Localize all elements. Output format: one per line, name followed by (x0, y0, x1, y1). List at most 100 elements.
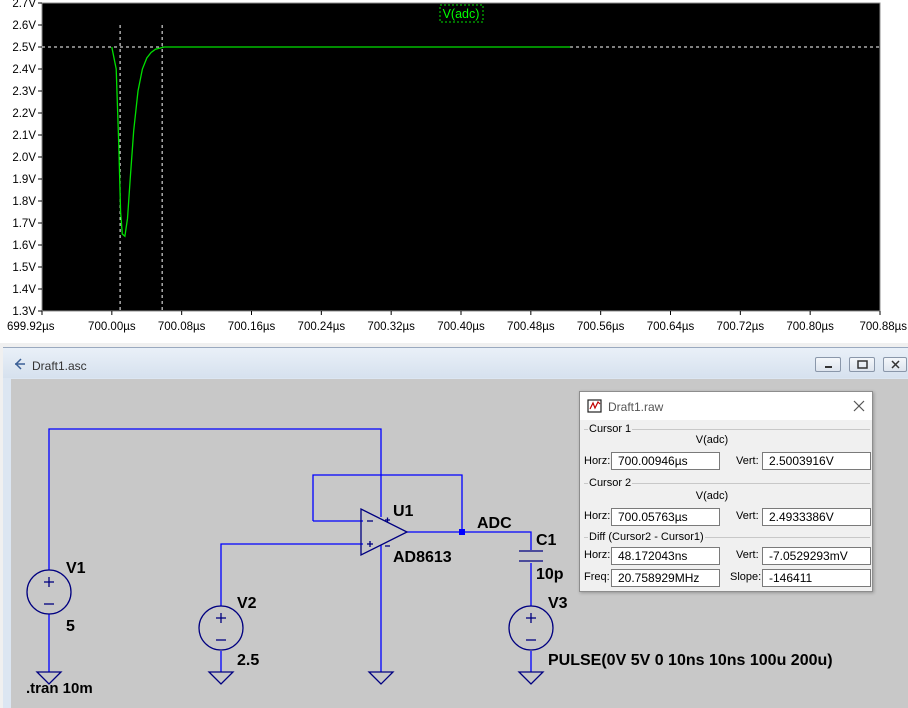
c1-name[interactable]: C1 (536, 532, 557, 549)
x-tick-label: 700.88µs (859, 321, 907, 333)
y-tick-label: 2.7V (12, 0, 36, 10)
trace-label-box[interactable] (439, 4, 484, 23)
schematic-title: Draft1.asc (32, 359, 87, 373)
cursor2-vert-field[interactable] (762, 508, 871, 526)
cursor1-vert-field[interactable] (762, 452, 871, 470)
y-tick-label: 1.4V (12, 284, 36, 296)
diff-group-title: Diff (Cursor2 - Cursor1) (588, 531, 705, 543)
voltage-source-v2 (198, 605, 244, 651)
diff-vert-label: Vert: (736, 549, 759, 561)
v2-value[interactable]: 2.5 (237, 652, 259, 669)
y-tick-label: 2.0V (12, 152, 36, 164)
y-tick-label: 1.3V (12, 306, 36, 318)
x-tick-label: 700.08µs (158, 321, 206, 333)
cursor2-group-title: Cursor 2 (588, 477, 633, 489)
voltage-source-v1 (26, 569, 72, 615)
restore-icon (857, 360, 868, 369)
c1-value[interactable]: 10p (536, 566, 564, 583)
waveform-plot[interactable]: V(adc) 2.7V 2.6V 2.5V 2.4V 2.3V 2.2V 2.1V 2.0V 1… (0, 0, 908, 343)
diff-vert-field[interactable] (762, 547, 871, 565)
x-tick-label: 700.48µs (507, 321, 555, 333)
x-tick-label: 700.80µs (786, 321, 834, 333)
x-tick-label: 700.56µs (577, 321, 625, 333)
cursor2-horz-field[interactable] (611, 508, 720, 526)
trace-label[interactable]: V(adc) (443, 7, 480, 21)
y-tick-label: 2.4V (12, 64, 36, 76)
x-tick-label: 700.32µs (367, 321, 415, 333)
x-tick-label: 700.40µs (437, 321, 485, 333)
restore-button[interactable] (849, 357, 875, 372)
opamp-u1 (360, 507, 409, 557)
cursor1-trace: V(adc) (695, 434, 729, 446)
dialog-titlebar[interactable]: Draft1.raw (580, 392, 872, 420)
cursor2-group: Cursor 2 V(adc) Horz: Vert: (584, 477, 871, 531)
schematic-titlebar[interactable]: Draft1.asc (3, 348, 908, 378)
v3-name[interactable]: V3 (548, 595, 568, 612)
diff-freq-field[interactable] (611, 569, 720, 587)
cursor1-group: Cursor 1 V(adc) Horz: Vert: (584, 423, 871, 477)
y-tick-label: 1.9V (12, 174, 36, 186)
cursor2-trace: V(adc) (695, 490, 729, 502)
cursor1-horz-field[interactable] (611, 452, 720, 470)
minimize-button[interactable] (815, 357, 841, 372)
diff-freq-label: Freq: (584, 571, 610, 583)
x-tick-label: 700.16µs (228, 321, 276, 333)
capacitor-c1 (519, 550, 543, 562)
v1-value[interactable]: 5 (66, 618, 75, 635)
schematic-icon (15, 358, 25, 370)
y-tick-label: 1.7V (12, 218, 36, 230)
plot-area[interactable] (41, 2, 881, 312)
u1-name[interactable]: U1 (393, 503, 414, 520)
schematic-drawing[interactable]: V1 5 V2 2.5 V3 PULSE(0V 5V 0 10ns 10ns 1… (11, 379, 908, 708)
dialog-close-icon[interactable] (851, 398, 867, 414)
u1-part[interactable]: AD8613 (393, 549, 452, 566)
diff-group: Diff (Cursor2 - Cursor1) Horz: Vert: Fre… (584, 531, 871, 590)
cursor2-horz-label: Horz: (584, 510, 611, 522)
waveform-icon (587, 399, 602, 413)
cursor2-vert-label: Vert: (736, 510, 759, 522)
trace-vadc (111, 46, 571, 238)
cursor1-vert-label: Vert: (736, 455, 759, 467)
x-tick-label: 700.64µs (647, 321, 695, 333)
x-tick-label: 700.00µs (88, 321, 136, 333)
diff-horz-field[interactable] (611, 547, 720, 565)
y-tick-label: 2.3V (12, 86, 36, 98)
x-tick-label: 700.24µs (298, 321, 346, 333)
y-tick-label: 2.5V (12, 42, 36, 54)
wire-adc-net (407, 531, 532, 550)
diff-slope-label: Slope: (730, 571, 762, 583)
y-tick-label: 2.6V (12, 20, 36, 32)
waveform-viewer[interactable]: V(adc) 2.7V 2.6V 2.5V 2.4V 2.3V 2.2V 2.1V 2.0V 1… (0, 0, 908, 343)
minimize-icon (825, 366, 832, 368)
voltage-source-v3 (508, 605, 554, 651)
components[interactable] (26, 507, 554, 685)
v1-name[interactable]: V1 (66, 560, 86, 577)
wire-v1-supply (48, 428, 382, 570)
v3-value[interactable]: PULSE(0V 5V 0 10ns 10ns 100u 200u) (548, 652, 833, 669)
x-tick-label: 700.72µs (717, 321, 765, 333)
x-tick-label: 699.92µs (7, 321, 55, 333)
dialog-title: Draft1.raw (608, 400, 664, 414)
junction-dot (459, 529, 465, 535)
y-axis: 2.7V 2.6V 2.5V 2.4V 2.3V 2.2V 2.1V 2.0V 1.9V 1.8V… (12, 0, 42, 318)
v2-name[interactable]: V2 (237, 595, 257, 612)
cursor1-horz-label: Horz: (584, 455, 611, 467)
y-tick-label: 1.6V (12, 240, 36, 252)
spice-directive[interactable]: .tran 10m (26, 680, 93, 697)
wires[interactable] (48, 428, 532, 672)
x-axis: 699.92µs 700.00µs 700.08µs 700.16µs 700.24µs… (7, 311, 907, 333)
close-icon (891, 360, 900, 369)
diff-horz-label: Horz: (584, 549, 611, 561)
cursor1-group-title: Cursor 1 (588, 423, 633, 435)
net-label-adc[interactable]: ADC (477, 515, 512, 532)
wire-feedback (312, 474, 463, 532)
ground-symbols (35, 671, 545, 685)
y-tick-label: 2.2V (12, 108, 36, 120)
diff-slope-field[interactable] (762, 569, 871, 587)
close-button[interactable] (883, 357, 907, 372)
wire-v2-noninv (220, 543, 363, 589)
cursor-dialog[interactable]: Draft1.raw Cursor 1 V(adc) Horz: Vert: C… (579, 391, 873, 592)
y-tick-label: 1.8V (12, 196, 36, 208)
y-tick-label: 1.5V (12, 262, 36, 274)
y-tick-label: 2.1V (12, 130, 36, 142)
